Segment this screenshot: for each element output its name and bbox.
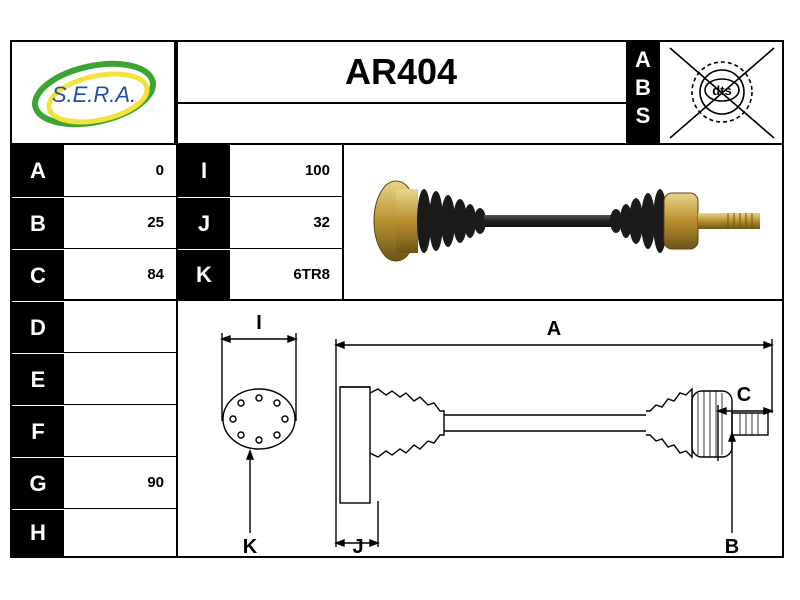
- dim-label-a: A: [547, 318, 561, 340]
- dim-label-j: J: [352, 536, 363, 556]
- spec-sheet: S.E.R.A. AR404 A B S dts A 0 B 25 C 84 D: [10, 40, 784, 558]
- param-letter-i: I: [178, 145, 230, 197]
- logo-cell: S.E.R.A.: [12, 42, 176, 143]
- part-number-title: AR404: [176, 42, 626, 104]
- dts-cell: dts: [660, 42, 784, 143]
- param-value-b: 25: [64, 197, 176, 249]
- param-letter-a: A: [12, 145, 64, 197]
- param-value-g: 90: [64, 457, 176, 509]
- param-letter-d: D: [12, 301, 64, 353]
- abs-letter-a: A: [635, 47, 651, 72]
- sera-logo-text: S.E.R.A.: [52, 82, 136, 107]
- left-param-table: A 0 B 25 C 84 D E F G 90 H: [12, 145, 176, 556]
- param-value-j: 32: [230, 197, 342, 249]
- sera-logo: S.E.R.A.: [32, 60, 156, 128]
- dts-crossed-icon: dts: [669, 47, 775, 139]
- abs-column: A B S: [626, 42, 660, 143]
- abs-letter-s: S: [635, 103, 651, 128]
- shaft-dimension-drawing: I A C K J B: [220, 312, 774, 558]
- param-letter-j: J: [178, 197, 230, 249]
- param-letter-b: B: [12, 197, 64, 249]
- dim-label-k: K: [243, 536, 258, 556]
- dim-label-c: C: [737, 384, 751, 406]
- dim-label-i: I: [256, 312, 262, 334]
- dim-label-b: B: [725, 536, 739, 556]
- drive-shaft-photo: [373, 180, 760, 262]
- param-value-c: 84: [64, 249, 176, 301]
- param-value-f: [64, 405, 176, 457]
- param-value-a: 0: [64, 145, 176, 197]
- param-letter-c: C: [12, 249, 64, 301]
- param-letter-f: F: [12, 405, 64, 457]
- dimension-diagram: I A C K J B: [178, 301, 782, 558]
- param-value-d: [64, 301, 176, 353]
- mid-param-table: I 100 J 32 K 6TR8: [178, 145, 342, 299]
- param-letter-e: E: [12, 353, 64, 405]
- param-letter-g: G: [12, 457, 64, 509]
- param-letter-h: H: [12, 509, 64, 556]
- product-photo: [344, 145, 782, 299]
- dts-badge-text: dts: [712, 83, 732, 98]
- param-letter-k: K: [178, 249, 230, 299]
- param-value-i: 100: [230, 145, 342, 197]
- param-value-k: 6TR8: [293, 265, 330, 283]
- abs-letter-b: B: [635, 75, 651, 100]
- param-value-e: [64, 353, 176, 405]
- param-value-h: [64, 509, 176, 556]
